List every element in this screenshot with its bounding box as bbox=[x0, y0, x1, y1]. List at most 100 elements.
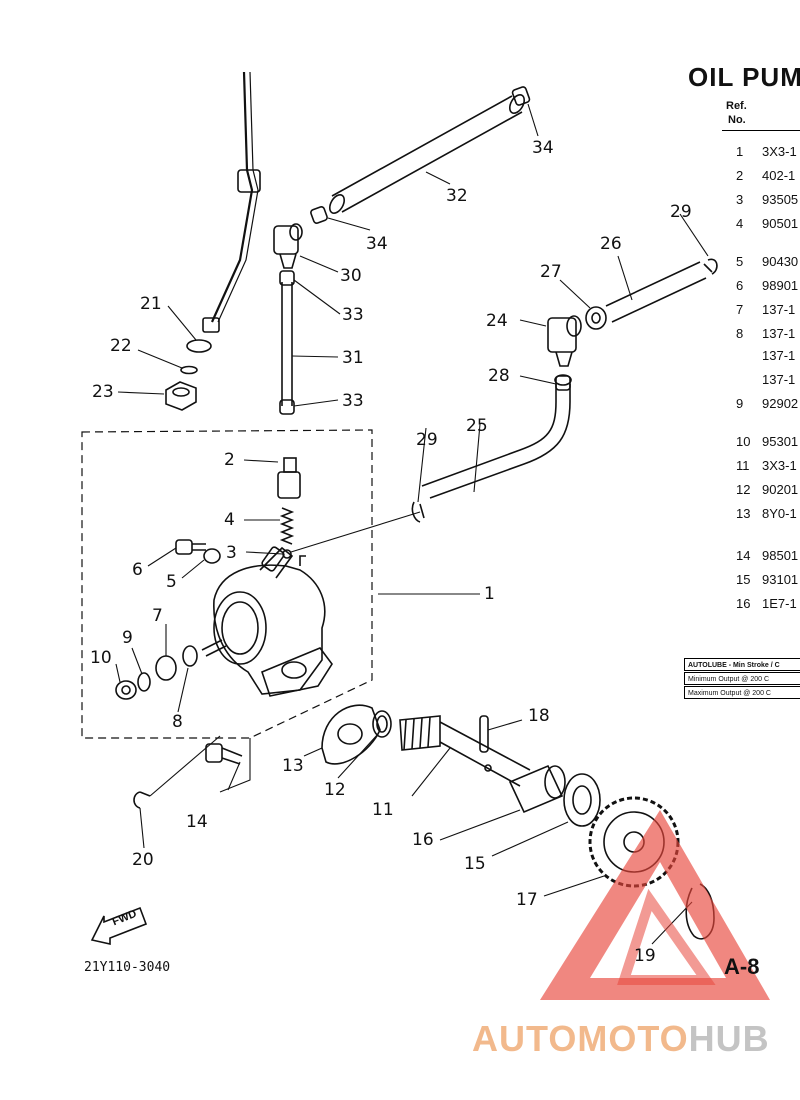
callout-29: 29 bbox=[670, 202, 692, 222]
callout-33: 33 bbox=[342, 305, 364, 325]
part-32-oil-pipe bbox=[279, 270, 295, 415]
part-13-gasket bbox=[321, 704, 381, 765]
table-row-ref: 6 bbox=[736, 278, 744, 293]
callout-33: 33 bbox=[342, 391, 364, 411]
part-12-oil-seal bbox=[372, 710, 392, 738]
table-row-ref: 12 bbox=[736, 482, 751, 497]
table-row-ref: 16 bbox=[736, 596, 751, 611]
callout-2: 2 bbox=[224, 450, 235, 470]
part-26-oil-pipe bbox=[605, 261, 707, 323]
part-14-bolt bbox=[205, 743, 243, 765]
part-10-nut bbox=[115, 680, 137, 700]
table-row-ref: 14 bbox=[736, 548, 751, 563]
part-31-oil-pipe bbox=[328, 94, 526, 214]
table-header-no: No. bbox=[728, 114, 746, 126]
callout-29: 29 bbox=[416, 430, 438, 450]
callout-9: 9 bbox=[122, 628, 133, 648]
table-row-part-number: 402-1 bbox=[762, 168, 796, 183]
part-11-pump-drive-shaft bbox=[399, 715, 531, 787]
callout-23: 23 bbox=[92, 382, 114, 402]
pump-assembly-dashed-box bbox=[81, 429, 373, 739]
part-7-plate bbox=[155, 655, 177, 681]
part-24-union-bolt bbox=[547, 315, 582, 367]
callout-4: 4 bbox=[224, 510, 235, 530]
table-row-part-number: 90430 bbox=[762, 254, 799, 269]
table-row-part-number: 137-1 bbox=[762, 372, 796, 387]
table-row-part-number: 137-1 bbox=[762, 302, 796, 317]
callout-34: 34 bbox=[532, 138, 554, 158]
callout-16: 16 bbox=[412, 830, 434, 850]
table-row-ref: 13 bbox=[736, 506, 751, 521]
callout-3: 3 bbox=[226, 543, 237, 563]
callout-26: 26 bbox=[600, 234, 622, 254]
callout-32: 31 bbox=[342, 348, 364, 368]
callout-6: 6 bbox=[132, 560, 143, 580]
part-29-clip-top bbox=[703, 258, 718, 275]
part-15-bearing bbox=[563, 773, 601, 827]
part-22-o-ring bbox=[180, 365, 198, 375]
table-row-part-number: 137-1 bbox=[762, 326, 796, 341]
table-header-ref: Ref. bbox=[726, 100, 747, 112]
page-code: A-8 bbox=[724, 954, 760, 979]
autolube-note: AUTOLUBE - Min Stroke / C bbox=[684, 658, 800, 671]
callout-7: 7 bbox=[152, 606, 163, 626]
table-row-ref: 8 bbox=[736, 326, 744, 341]
callout-12: 12 bbox=[324, 780, 346, 800]
callout-18: 18 bbox=[528, 706, 550, 726]
table-row-ref: 15 bbox=[736, 572, 751, 587]
watermark-text-part1: AUTOMOTO bbox=[472, 1018, 689, 1059]
callout-14: 14 bbox=[186, 812, 208, 832]
callout-13: 13 bbox=[282, 756, 304, 776]
part-34-clip-top bbox=[511, 86, 531, 106]
callout-17: 17 bbox=[516, 890, 538, 910]
max-output-note: Maximum Output @ 200 C bbox=[684, 686, 800, 699]
table-row-part-number: 98901 bbox=[762, 278, 799, 293]
table-row-ref: 7 bbox=[736, 302, 744, 317]
table-row-part-number: 90201 bbox=[762, 482, 799, 497]
part-23-nut bbox=[165, 381, 197, 411]
table-row-ref: 2 bbox=[736, 168, 744, 183]
watermark-logo-icon bbox=[540, 810, 770, 1000]
watermark-text-part2: HUB bbox=[688, 1018, 770, 1059]
callout-30: 30 bbox=[340, 266, 362, 286]
table-row-part-number: 93101 bbox=[762, 572, 799, 587]
callout-10: 10 bbox=[90, 648, 112, 668]
table-row-part-number: 98501 bbox=[762, 548, 799, 563]
table-row-part-number: 93505 bbox=[762, 192, 799, 207]
table-row-part-number: 137-1 bbox=[762, 348, 796, 363]
part-20-clip bbox=[133, 791, 151, 809]
min-output-note: Minimum Output @ 200 C bbox=[684, 672, 800, 685]
table-header-rule bbox=[722, 130, 800, 131]
part-27-clamp bbox=[585, 306, 607, 330]
callout-11: 11 bbox=[372, 800, 394, 820]
callout-31: 32 bbox=[446, 186, 468, 206]
part-21-washer bbox=[186, 339, 212, 353]
callout-28: 28 bbox=[488, 366, 510, 386]
part-9-washer bbox=[137, 672, 151, 692]
table-row-part-number: 92902 bbox=[762, 396, 799, 411]
callout-27: 27 bbox=[540, 262, 562, 282]
callout-34: 34 bbox=[366, 234, 388, 254]
table-row-ref: 11 bbox=[736, 458, 750, 473]
part-25-oil-pipe bbox=[421, 374, 572, 499]
table-row-ref: 4 bbox=[736, 216, 744, 231]
callout-15: 15 bbox=[464, 854, 486, 874]
table-row-part-number: 95301 bbox=[762, 434, 799, 449]
part-6-bolt bbox=[175, 539, 206, 555]
callout-22: 22 bbox=[110, 336, 132, 356]
table-row-part-number: 3X3-1 bbox=[762, 458, 797, 473]
oil-pump-body bbox=[201, 546, 333, 697]
oil-pump-cable bbox=[202, 71, 261, 333]
callout-5: 5 bbox=[166, 572, 177, 592]
callout-24: 24 bbox=[486, 311, 508, 331]
fwd-arrow-icon bbox=[90, 906, 148, 945]
table-row-ref: 1 bbox=[736, 144, 744, 159]
callout-20: 20 bbox=[132, 850, 154, 870]
table-row-ref: 3 bbox=[736, 192, 744, 207]
table-row-part-number: 90501 bbox=[762, 216, 799, 231]
callout-8: 8 bbox=[172, 712, 183, 732]
part-8-washer bbox=[182, 645, 198, 667]
part-4-spring bbox=[279, 507, 295, 545]
part-2-fitting bbox=[277, 457, 301, 499]
